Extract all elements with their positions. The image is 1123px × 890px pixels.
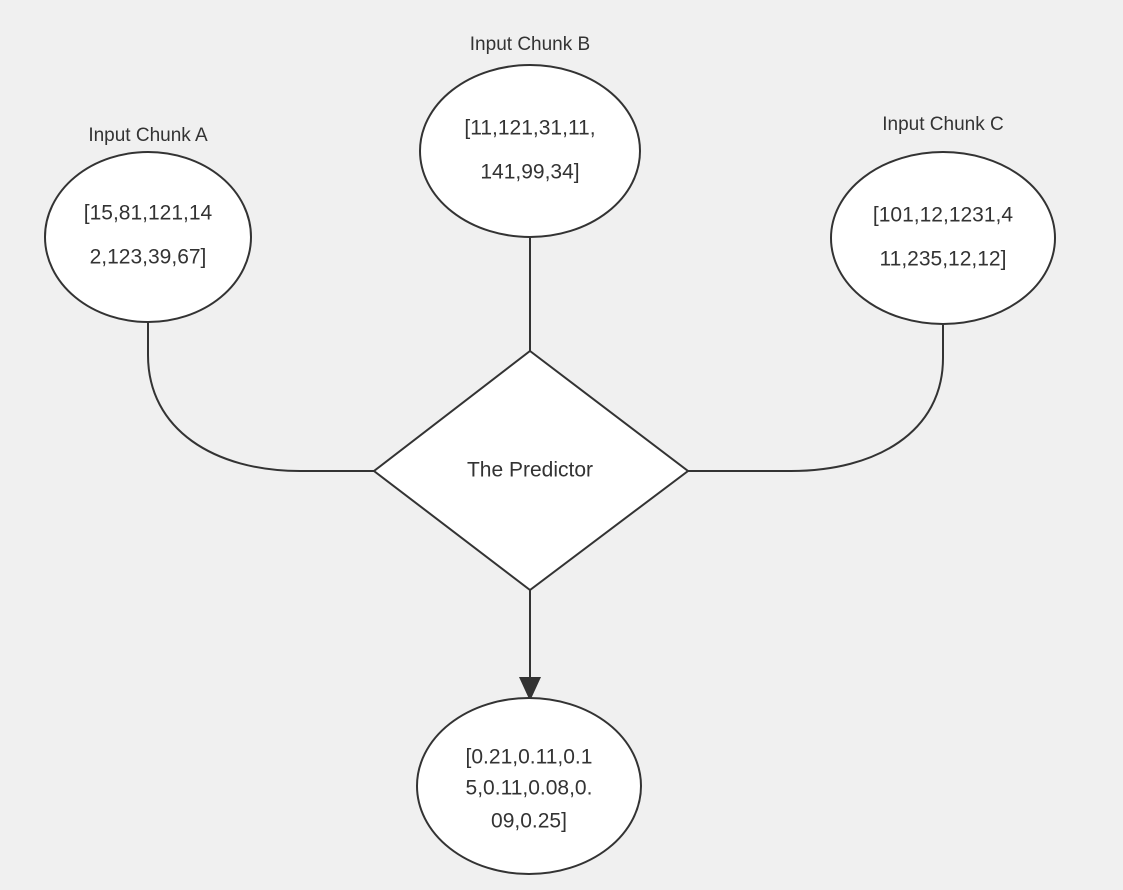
node-predictor[interactable]: The Predictor <box>372 349 690 592</box>
chunk-c-ellipse[interactable] <box>830 151 1056 325</box>
chunk-b-value-line1: [11,121,31,11, <box>464 117 595 140</box>
output-value-line3: 09,0.25] <box>491 810 567 833</box>
predictor-label: The Predictor <box>467 459 593 482</box>
node-chunk-b-caption-group: Input Chunk B <box>470 34 590 55</box>
predictor-diamond[interactable] <box>372 349 690 592</box>
chunk-a-value-line2: 2,123,39,67] <box>90 246 207 269</box>
node-chunk-c[interactable]: [101,12,1231,4 11,235,12,12] <box>830 151 1056 325</box>
chunk-c-caption: Input Chunk C <box>882 114 1003 135</box>
chunk-a-caption: Input Chunk A <box>88 125 208 146</box>
output-value-line2: 5,0.11,0.08,0. <box>466 777 593 800</box>
chunk-a-ellipse[interactable] <box>44 151 252 323</box>
edge-chunk-a-to-predictor <box>147 322 374 472</box>
edge-layer <box>147 238 944 701</box>
chunk-c-value-line1: [101,12,1231,4 <box>873 204 1013 227</box>
output-value-line1: [0.21,0.11,0.1 <box>466 746 593 769</box>
node-chunk-b[interactable]: [11,121,31,11, 141,99,34] <box>419 64 641 238</box>
node-chunk-a[interactable]: [15,81,121,14 2,123,39,67] <box>44 151 252 323</box>
chunk-b-ellipse[interactable] <box>419 64 641 238</box>
chunk-c-value-line2: 11,235,12,12] <box>880 248 1007 271</box>
chunk-b-value-line2: 141,99,34] <box>480 161 579 184</box>
edge-chunk-c-to-predictor <box>688 325 944 472</box>
node-chunk-a-caption-group: Input Chunk A <box>88 125 208 146</box>
node-output[interactable]: [0.21,0.11,0.1 5,0.11,0.08,0. 09,0.25] <box>416 697 642 875</box>
chunk-a-value-line1: [15,81,121,14 <box>84 202 213 225</box>
output-ellipse[interactable] <box>416 697 642 875</box>
chunk-b-caption: Input Chunk B <box>470 34 590 55</box>
arrowhead-icon <box>519 677 541 701</box>
node-chunk-c-caption-group: Input Chunk C <box>882 114 1003 135</box>
